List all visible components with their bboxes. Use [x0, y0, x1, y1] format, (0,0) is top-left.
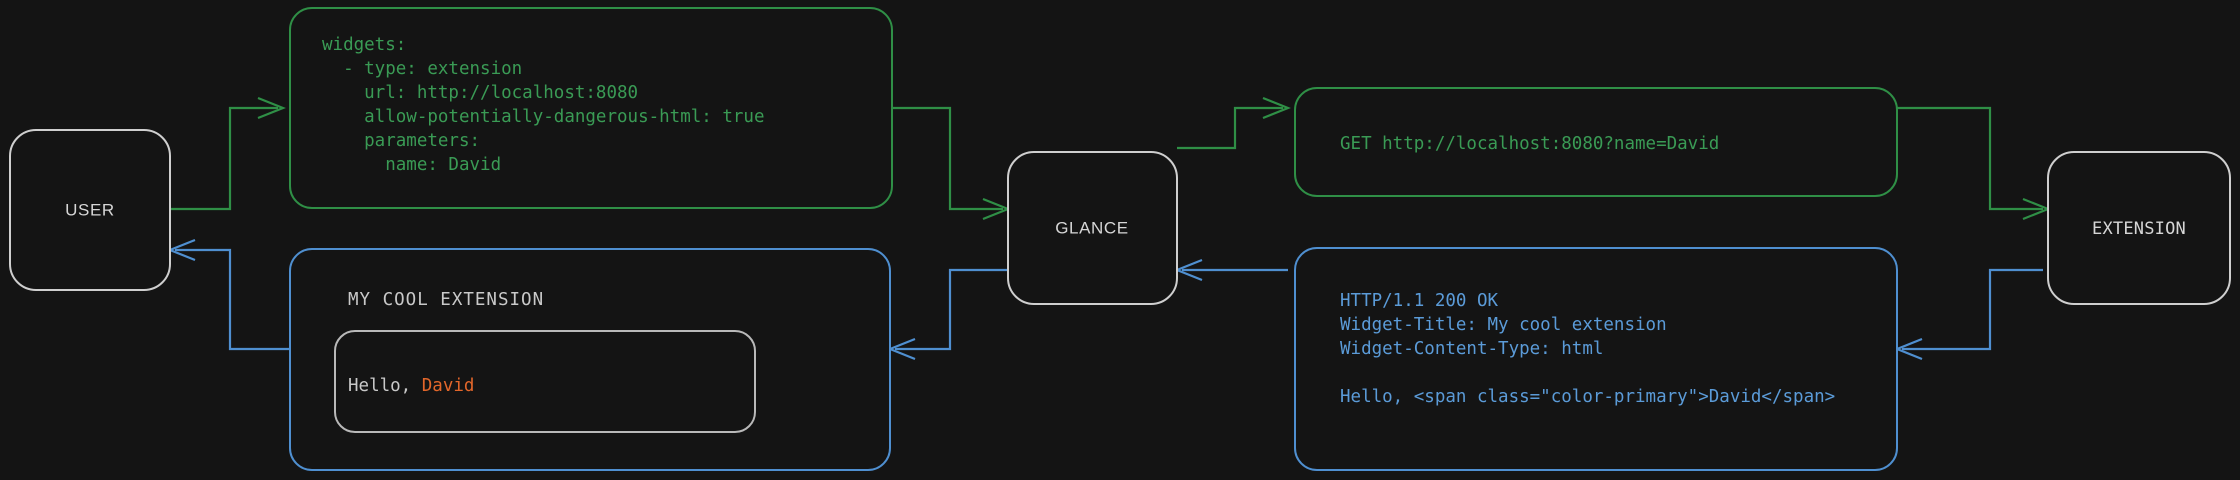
widget-preview-body-accent: David: [422, 376, 475, 396]
node-extension-label: EXTENSION: [2092, 219, 2186, 239]
edge-glance-to-request: [1177, 96, 1291, 150]
yaml-config-line-1: - type: extension: [322, 59, 522, 79]
yaml-config-line-4: parameters:: [322, 131, 480, 151]
node-user-shape: [9, 129, 171, 291]
widget-preview-body: Hello, David: [348, 376, 474, 396]
node-extension[interactable]: EXTENSION: [2047, 151, 2231, 305]
yaml-config-shape: [289, 7, 893, 209]
widget-preview-title: MY COOL EXTENSION: [348, 290, 544, 310]
edge-response-to-glance: [1174, 258, 1288, 282]
yaml-config-line-0: widgets:: [322, 35, 406, 55]
edge-config-to-glance: [892, 106, 1011, 221]
http-request-shape: [1294, 87, 1898, 197]
node-glance-label: GLANCE: [1055, 218, 1129, 237]
edge-widget-to-user: [167, 238, 290, 351]
edge-extension-to-response: [1894, 268, 2043, 361]
widget-preview-inner-shape: [334, 330, 756, 433]
yaml-config-box: widgets: - type: extension url: http://l…: [289, 7, 893, 209]
node-glance-shape: [1007, 151, 1178, 305]
edge-glance-to-widget: [887, 268, 1008, 361]
http-response-line-1: Widget-Title: My cool extension: [1340, 315, 1667, 335]
http-response-box: HTTP/1.1 200 OK Widget-Title: My cool ex…: [1294, 247, 1898, 471]
edge-request-to-extension: [1897, 106, 2051, 221]
node-user-label: USER: [65, 200, 115, 219]
http-response-line-2: Widget-Content-Type: html: [1340, 339, 1603, 359]
http-response-shape: [1294, 247, 1898, 471]
node-extension-shape: [2047, 151, 2231, 305]
http-request-box: GET http://localhost:8080?name=David: [1294, 87, 1898, 197]
edge-user-to-config: [170, 96, 286, 211]
http-response-line-4: Hello, <span class="color-primary">David…: [1340, 387, 1835, 407]
yaml-config-line-2: url: http://localhost:8080: [322, 83, 638, 103]
yaml-config-line-5: name: David: [322, 155, 501, 175]
node-user[interactable]: USER: [9, 129, 171, 291]
node-glance[interactable]: GLANCE: [1007, 151, 1178, 305]
yaml-config-line-3: allow-potentially-dangerous-html: true: [322, 107, 765, 127]
http-request-line-0: GET http://localhost:8080?name=David: [1340, 134, 1719, 154]
http-response-line-0: HTTP/1.1 200 OK: [1340, 291, 1499, 311]
widget-preview-body-prefix: Hello,: [348, 376, 422, 396]
widget-preview-box: MY COOL EXTENSION Hello, David: [289, 248, 891, 471]
